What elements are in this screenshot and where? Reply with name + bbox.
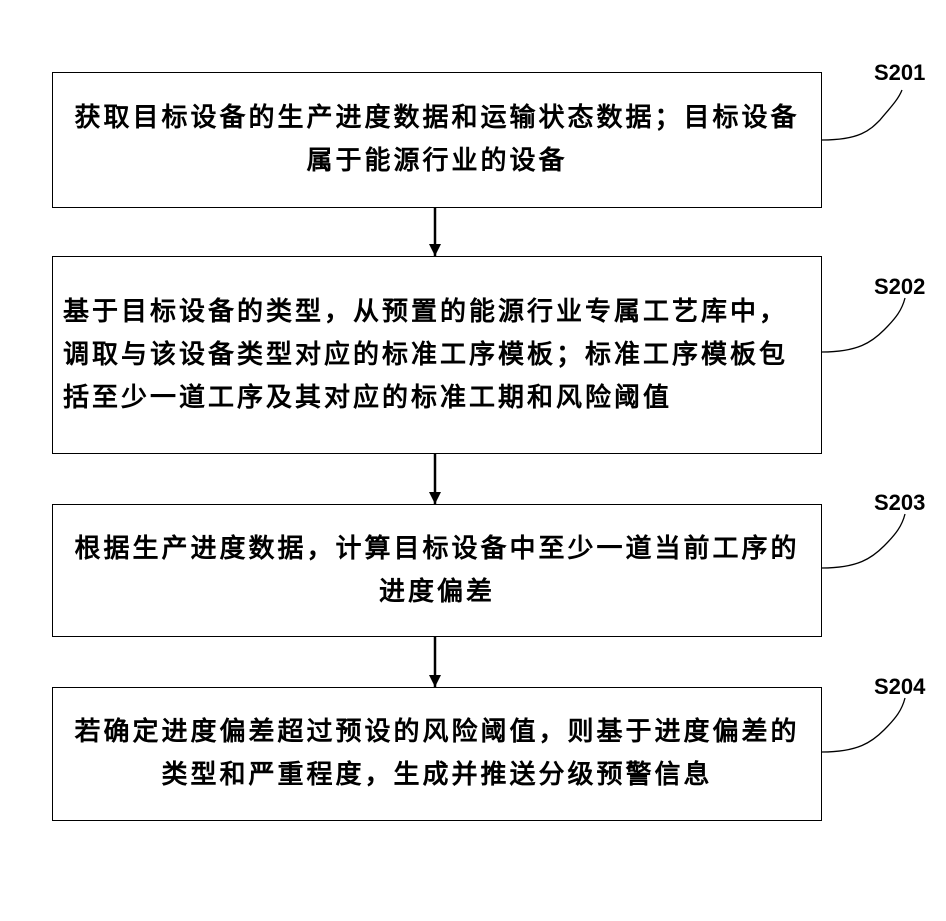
step-text-s203: 根据生产进度数据，计算目标设备中至少一道当前工序的进度偏差 [63,528,811,614]
step-box-s201: 获取目标设备的生产进度数据和运输状态数据；目标设备属于能源行业的设备 [52,72,822,208]
leader-line-s202 [822,298,905,352]
step-box-s203: 根据生产进度数据，计算目标设备中至少一道当前工序的进度偏差 [52,504,822,637]
arrowhead-icon [429,675,441,687]
step-text-s202: 基于目标设备的类型，从预置的能源行业专属工艺库中，调取与该设备类型对应的标准工序… [63,291,811,420]
step-text-s204: 若确定进度偏差超过预设的风险阈值，则基于进度偏差的类型和严重程度，生成并推送分级… [63,711,811,797]
step-box-s204: 若确定进度偏差超过预设的风险阈值，则基于进度偏差的类型和严重程度，生成并推送分级… [52,687,822,821]
step-box-s202: 基于目标设备的类型，从预置的能源行业专属工艺库中，调取与该设备类型对应的标准工序… [52,256,822,454]
step-label-s201: S201 [874,60,925,86]
arrowhead-icon [429,492,441,504]
step-text-s201: 获取目标设备的生产进度数据和运输状态数据；目标设备属于能源行业的设备 [63,97,811,183]
leader-line-s203 [822,514,905,568]
leader-line-s201 [822,90,902,140]
step-label-s204: S204 [874,674,925,700]
step-label-s202: S202 [874,274,925,300]
arrowhead-icon [429,244,441,256]
leader-line-s204 [822,698,905,752]
step-label-s203: S203 [874,490,925,516]
